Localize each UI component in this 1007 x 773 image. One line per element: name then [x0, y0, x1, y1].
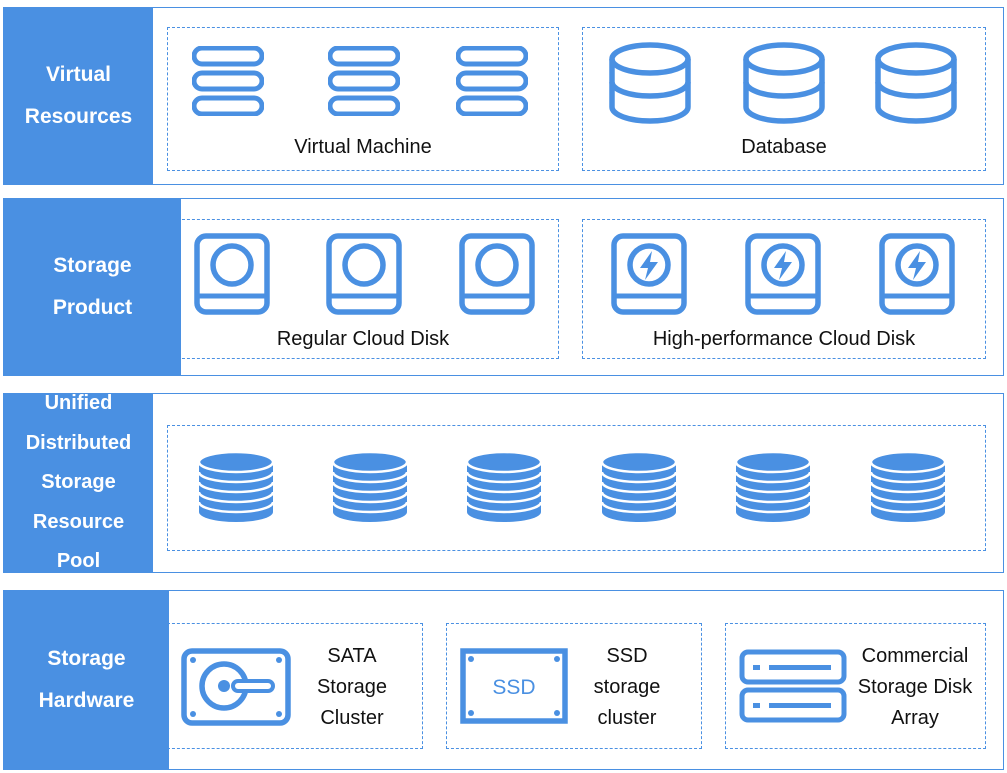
- storage-hardware-label: Storage Hardware: [4, 591, 169, 769]
- sata-cluster-text: SATA Storage Cluster: [316, 645, 388, 729]
- storage-stack-icon: [870, 450, 946, 526]
- storage-stack-icon: [601, 450, 677, 526]
- disk-array-text: Commercial Storage Disk Array: [857, 645, 973, 729]
- virtual-resources-layer: Virtual Resources Virtual Machine Databa…: [3, 7, 1004, 185]
- server-icon: [328, 46, 400, 116]
- server-icon: [456, 46, 528, 116]
- server-icon: [192, 46, 264, 116]
- high-performance-disk-caption: High-performance Cloud Disk: [652, 328, 916, 350]
- database-caption: Database: [741, 136, 827, 158]
- virtual-machine-group: Virtual Machine: [167, 27, 559, 171]
- sata-cluster-group: SATA Storage Cluster: [167, 623, 423, 749]
- regular-cloud-disk-caption: Regular Cloud Disk: [276, 328, 450, 350]
- resource-pool-label: Unified Distributed Storage Resource Poo…: [4, 392, 153, 572]
- ssd-icon: SSD: [460, 648, 568, 724]
- storage-product-layer: Storage Product Regular Cloud Disk High-…: [3, 198, 1004, 376]
- storage-stack-icon: [466, 450, 542, 526]
- database-group: Database: [582, 27, 986, 171]
- ssd-cluster-group: SSD SSD storage cluster: [446, 623, 702, 749]
- ssd-cluster-text: SSD storage cluster: [593, 645, 661, 729]
- disk-array-icon: [739, 649, 847, 723]
- resource-pool-layer: Unified Distributed Storage Resource Poo…: [3, 392, 1004, 573]
- storage-stack-icon: [198, 450, 274, 526]
- disk-array-group: Commercial Storage Disk Array: [725, 623, 986, 749]
- regular-cloud-disk-group: Regular Cloud Disk: [167, 219, 559, 359]
- hard-drive-icon: [181, 648, 291, 726]
- storage-stack-icon: [332, 450, 408, 526]
- cloud-disk-icon: [194, 233, 270, 315]
- resource-pool-group: [167, 425, 986, 551]
- high-performance-disk-group: High-performance Cloud Disk: [582, 219, 986, 359]
- storage-hardware-layer: Storage Hardware SATA Storage Cluster SS…: [3, 590, 1004, 770]
- cloud-disk-icon: [459, 233, 535, 315]
- performance-disk-icon: [611, 233, 687, 315]
- virtual-resources-label: Virtual Resources: [4, 8, 153, 184]
- virtual-machine-caption: Virtual Machine: [294, 136, 432, 158]
- database-icon: [609, 42, 691, 124]
- performance-disk-icon: [879, 233, 955, 315]
- performance-disk-icon: [745, 233, 821, 315]
- storage-product-label: Storage Product: [4, 199, 181, 375]
- storage-stack-icon: [735, 450, 811, 526]
- ssd-icon-label: SSD: [492, 676, 535, 699]
- database-icon: [743, 42, 825, 124]
- database-icon: [875, 42, 957, 124]
- cloud-disk-icon: [326, 233, 402, 315]
